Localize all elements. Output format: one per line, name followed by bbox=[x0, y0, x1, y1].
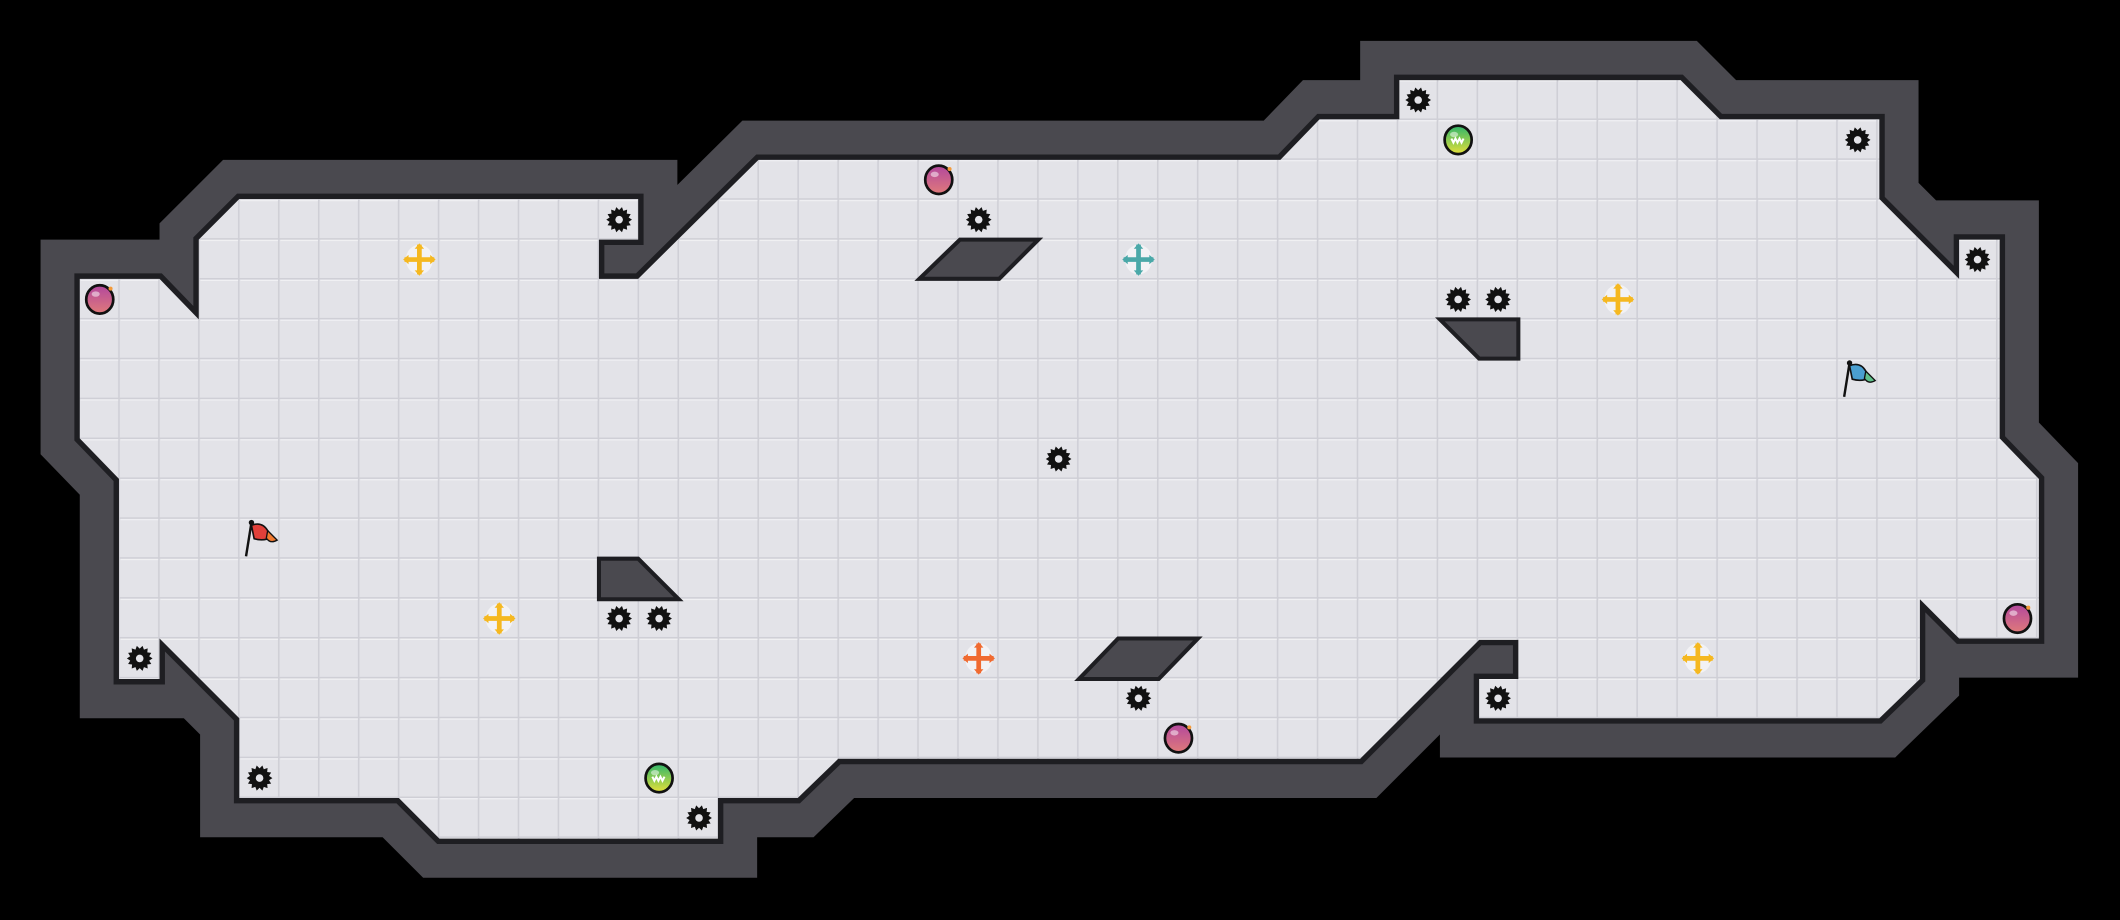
gear-hazard-icon bbox=[606, 207, 632, 233]
gear-hazard-icon bbox=[246, 765, 273, 791]
wall-block bbox=[914, 237, 1044, 281]
pink-orb-icon[interactable] bbox=[2002, 602, 2033, 635]
gear-hazard-icon bbox=[1125, 685, 1152, 711]
yellow-move-cross-icon[interactable] bbox=[1681, 642, 1715, 675]
gear-hazard-icon bbox=[1964, 247, 1991, 273]
gear-hazard-icon bbox=[1485, 685, 1511, 711]
gear-hazard-icon bbox=[965, 207, 992, 233]
pink-orb-icon[interactable] bbox=[1163, 722, 1194, 754]
gear-hazard-icon bbox=[1045, 446, 1072, 472]
gear-hazard-icon bbox=[646, 606, 672, 632]
wall-block bbox=[1074, 636, 1203, 682]
pink-orb-icon[interactable] bbox=[923, 164, 954, 196]
gear-hazard-icon bbox=[1485, 286, 1511, 312]
gear-hazard-icon bbox=[1445, 286, 1471, 312]
wall-block bbox=[596, 556, 684, 602]
gear-hazard-icon bbox=[606, 606, 632, 632]
yellow-move-cross-icon[interactable] bbox=[1601, 283, 1635, 316]
entities bbox=[84, 87, 2033, 831]
gear-hazard-icon bbox=[126, 645, 153, 671]
green-orb-icon[interactable] bbox=[644, 762, 674, 794]
blue-flag-icon[interactable] bbox=[1842, 360, 1877, 397]
gear-hazard-icon bbox=[1405, 87, 1432, 113]
pink-orb-icon[interactable] bbox=[84, 283, 115, 315]
wall-block bbox=[1435, 317, 1521, 361]
obstacles bbox=[596, 237, 1521, 682]
yellow-move-cross-icon[interactable] bbox=[403, 243, 436, 276]
red-flag-icon[interactable] bbox=[244, 519, 279, 557]
gear-hazard-icon bbox=[1844, 127, 1871, 153]
gear-hazard-icon bbox=[686, 805, 712, 831]
orange-move-cross-icon[interactable] bbox=[962, 642, 995, 675]
teal-move-cross-icon[interactable] bbox=[1122, 243, 1155, 276]
green-orb-icon[interactable] bbox=[1443, 124, 1474, 156]
yellow-move-cross-icon[interactable] bbox=[483, 602, 516, 635]
